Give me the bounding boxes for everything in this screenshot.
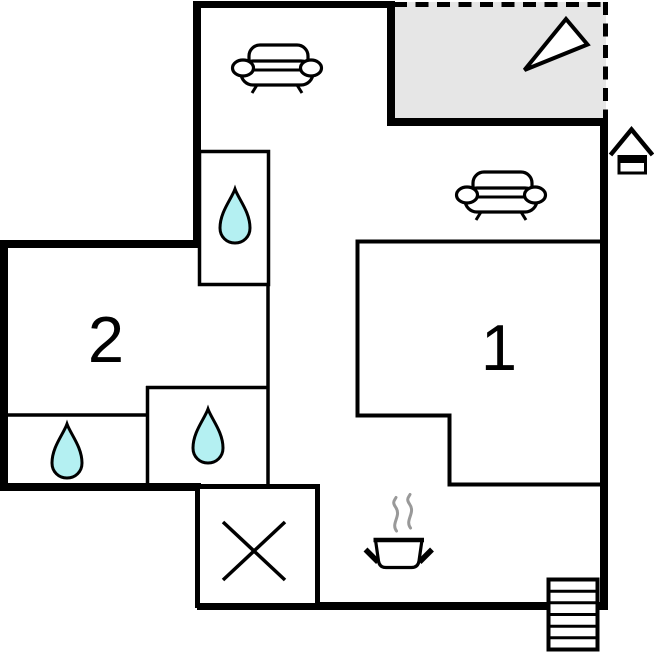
wall-terrace-left — [387, 1, 395, 126]
wall-room1 — [355, 239, 604, 487]
sofa-icon — [230, 43, 324, 95]
water-drop-icon — [50, 422, 84, 480]
pot-handle-right — [417, 547, 434, 564]
wall-bottom — [197, 602, 608, 610]
water-drop-icon — [218, 187, 252, 245]
outer-walls — [0, 1, 608, 610]
cooking-pot-steam-icon — [363, 493, 434, 570]
wall-room2-left — [0, 240, 8, 491]
entrance-house-icon — [608, 125, 654, 175]
wall-right — [600, 118, 608, 608]
wall-top — [193, 1, 393, 8]
wall-upper-left — [193, 1, 201, 248]
wall-bathroom-top — [197, 149, 271, 287]
cross-box-icon — [195, 484, 320, 608]
pot-body — [373, 538, 424, 570]
house-roof — [608, 125, 654, 157]
steam-lines — [392, 493, 414, 533]
wall-terrace-bottom — [387, 118, 608, 126]
interior-walls — [4, 149, 604, 489]
room-1-label: 1 — [481, 311, 517, 384]
terrace-area — [392, 2, 608, 122]
terrace-fill — [392, 2, 606, 122]
wall-left-section-bottom — [0, 483, 201, 491]
stair-treads — [548, 589, 598, 640]
pot-handle-left — [363, 547, 380, 564]
wall-room2-top — [0, 240, 201, 248]
cross-line — [221, 520, 287, 582]
sofa-icon — [454, 170, 548, 222]
room-2-label: 2 — [88, 303, 124, 376]
stairs-icon — [546, 577, 600, 652]
water-drop-icon — [191, 407, 225, 465]
north-arrow-icon — [522, 15, 591, 72]
